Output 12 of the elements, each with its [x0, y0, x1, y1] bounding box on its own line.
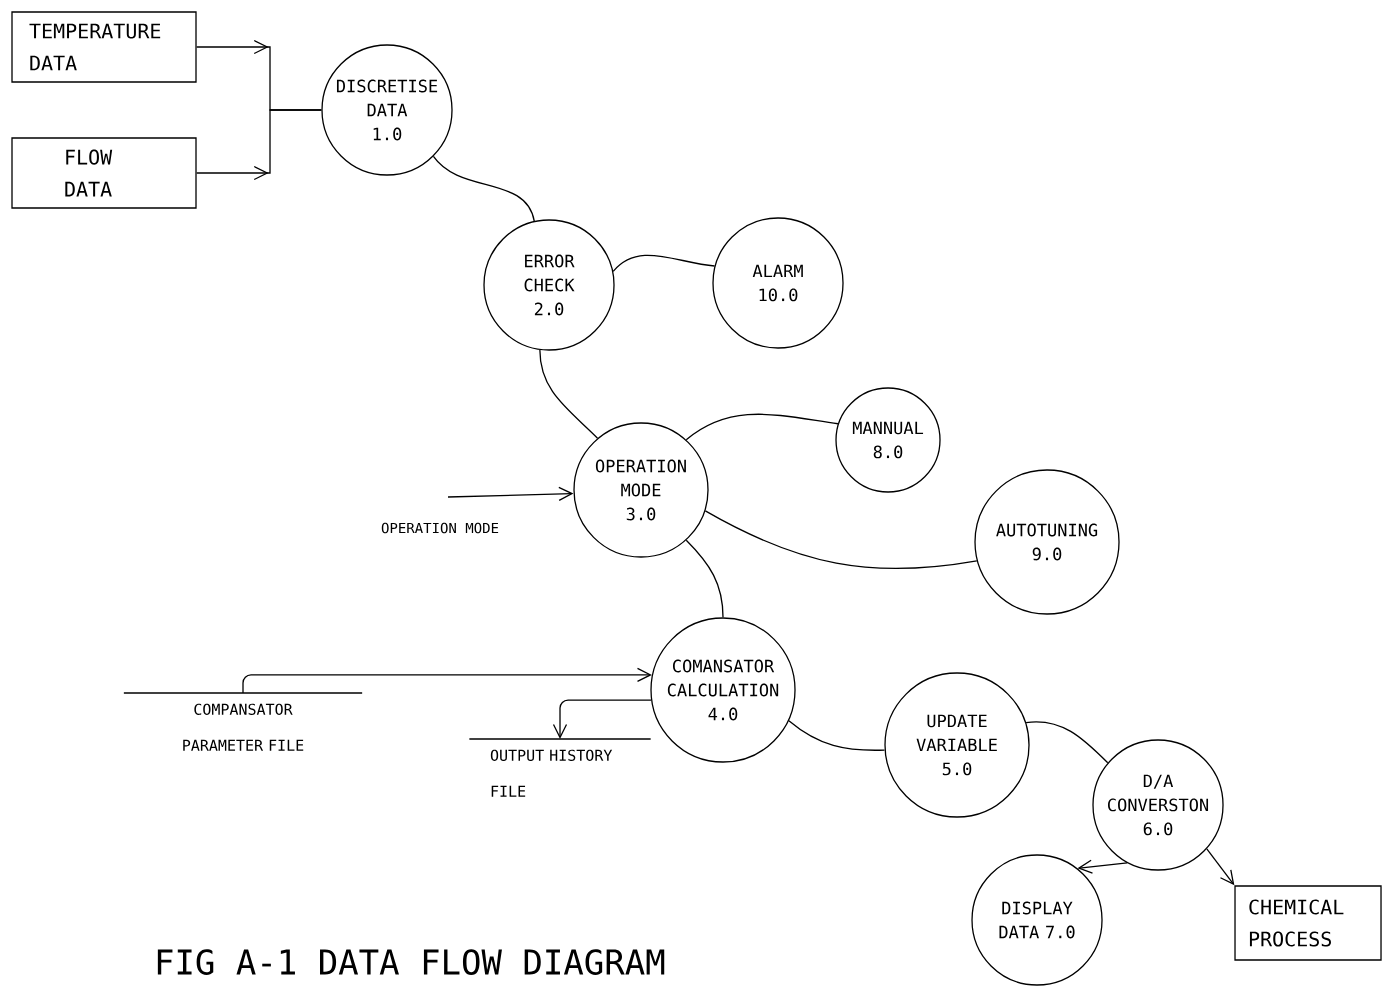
data-store: OUTPUT HISTORY FILE	[468, 738, 652, 797]
external-entity-box: FLOW DATA	[11, 137, 197, 209]
data-store: COMPANSATOR PARAMETER FILE	[123, 692, 363, 751]
arrow	[552, 699, 652, 739]
figure-title: FIG A-1 DATA FLOW DIAGRAM	[157, 949, 665, 975]
external-entity-box: TEMPERATURE DATA	[11, 11, 197, 83]
edge-label: OPERATION MODE	[380, 521, 500, 535]
external-entity-box: CHEMICAL PROCESS	[1234, 885, 1382, 961]
arrow	[1206, 848, 1235, 886]
arrow	[242, 667, 652, 694]
arrow	[1077, 859, 1128, 874]
arrow	[447, 486, 574, 502]
